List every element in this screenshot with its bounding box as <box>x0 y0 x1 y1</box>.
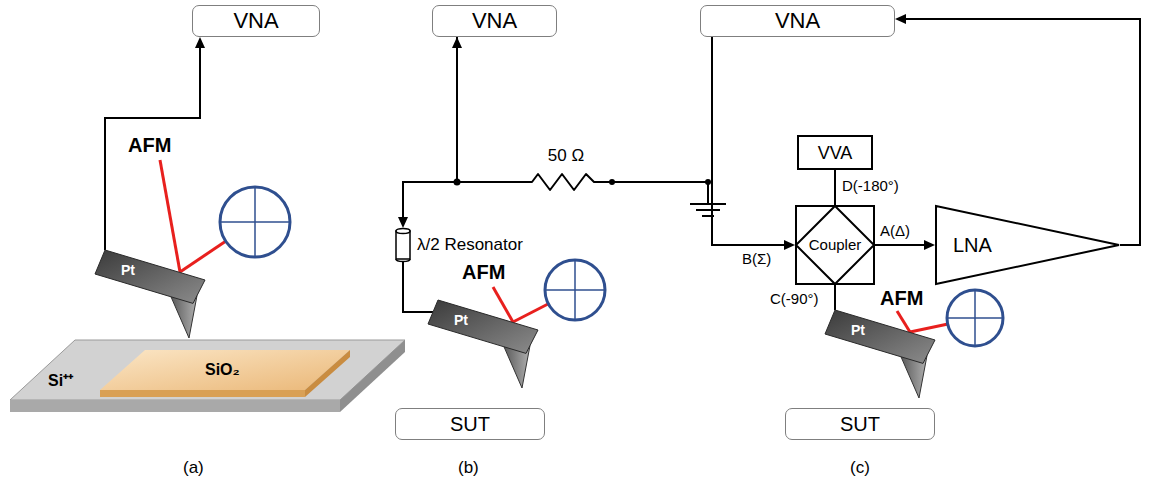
node-text: SUT <box>450 412 490 436</box>
node-text: 50 Ω <box>548 146 584 166</box>
zigzag-line <box>520 174 612 190</box>
wire <box>712 37 789 245</box>
photodetector <box>220 187 1003 346</box>
cantilever: Pt <box>95 250 205 340</box>
connector <box>875 240 935 250</box>
coupler-rhombus <box>796 206 874 284</box>
beam-shape <box>95 250 205 303</box>
oxide-layer <box>100 350 350 397</box>
cantilever: Pt <box>428 300 538 390</box>
connector <box>712 37 795 250</box>
wire <box>834 170 836 205</box>
instrument-box: VNA <box>192 5 320 37</box>
coupler-square <box>796 206 874 284</box>
panel-label: (c) <box>850 458 870 478</box>
arrowhead <box>398 217 408 228</box>
arrowhead <box>924 240 935 250</box>
port-label: C(-90°) <box>770 290 819 308</box>
connector <box>457 37 520 182</box>
connector <box>835 170 836 205</box>
material-label: SiO₂ <box>205 360 240 379</box>
connector <box>895 14 1140 245</box>
amplifier-triangle: LNA <box>935 205 1120 285</box>
instrument-label: AFM <box>880 286 923 310</box>
transmission-line <box>395 228 411 262</box>
line-end <box>396 229 410 234</box>
port-label: B(Σ) <box>742 250 771 268</box>
node-text: VNA <box>233 8 278 34</box>
instrument-label: AFM <box>128 133 171 157</box>
material-label: Si⁺⁺ <box>48 371 73 390</box>
cantilever-shape <box>825 310 935 400</box>
node-text: VNA <box>472 8 517 34</box>
resistor-symbol: 50 Ω <box>520 140 612 195</box>
connector <box>398 37 462 228</box>
node-text: VNA <box>775 8 820 34</box>
node-text: Pt <box>121 262 135 278</box>
beam-shape <box>428 300 538 353</box>
wire <box>105 43 200 250</box>
wire <box>457 37 520 182</box>
node-text: Pt <box>851 322 865 338</box>
port-label: D(-180°) <box>842 177 899 195</box>
node-text: Pt <box>454 312 468 328</box>
node-text: Coupler <box>809 236 862 254</box>
arrowhead <box>784 240 795 250</box>
node-text: λ/2 Resonator <box>417 228 523 262</box>
line-body <box>396 231 410 259</box>
instrument-box: VNA <box>432 5 557 37</box>
connector <box>403 262 433 312</box>
wire <box>403 43 457 222</box>
ground-wire <box>612 182 726 216</box>
wire <box>403 262 433 312</box>
arrowhead <box>895 14 906 24</box>
cantilever-shape <box>95 250 205 340</box>
cantilever: Pt <box>825 310 935 400</box>
panel-label: (b) <box>458 458 479 478</box>
arrowhead <box>452 37 462 48</box>
node-text: SUT <box>840 412 880 436</box>
instrument-box: VNA <box>700 5 895 37</box>
triangle-shape <box>936 206 1119 284</box>
attenuator-box: VVA <box>797 135 873 170</box>
instrument-label: AFM <box>462 260 505 284</box>
connector <box>105 37 205 250</box>
resonator-symbol: λ/2 Resonator <box>395 228 523 262</box>
coupler-diamond: Coupler <box>795 205 875 285</box>
beam-shape <box>825 310 935 363</box>
sample-box: SUT <box>785 408 935 440</box>
substrate <box>10 340 405 412</box>
panel-label: (a) <box>183 458 204 478</box>
cantilever-shape <box>428 300 538 390</box>
laser-beam <box>160 160 948 332</box>
wire <box>834 285 836 310</box>
connector <box>835 285 836 310</box>
line-end <box>396 259 410 262</box>
node-text: VVA <box>818 142 853 164</box>
node-text: LNA <box>953 233 992 257</box>
wire <box>875 244 929 246</box>
arrowhead <box>195 37 205 48</box>
port-label: A(Δ) <box>880 222 910 240</box>
sample-box: SUT <box>395 408 545 440</box>
